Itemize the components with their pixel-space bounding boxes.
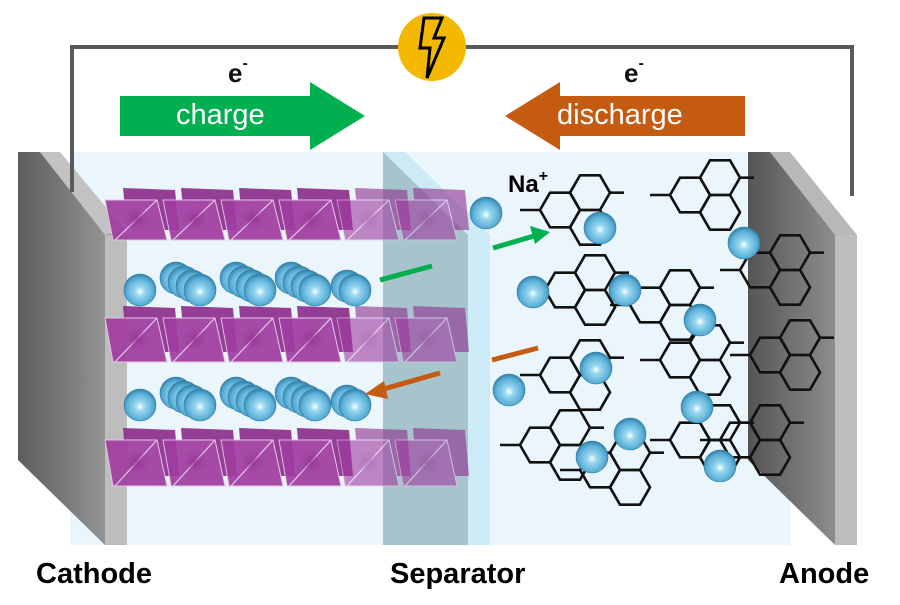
cathode-label: Cathode xyxy=(36,558,152,590)
discharge-ion-arrow xyxy=(365,370,441,399)
octahedron xyxy=(162,188,237,241)
carbon-fragment xyxy=(720,234,824,306)
sodium-ion xyxy=(703,449,737,483)
octahedron xyxy=(278,188,353,241)
sodium-ion xyxy=(123,388,157,422)
sodium-ion xyxy=(683,303,717,337)
carbon-fragment xyxy=(500,409,604,481)
sodium-ion xyxy=(243,273,277,307)
octahedron xyxy=(220,428,295,487)
sodium-ion xyxy=(298,273,332,307)
discharge-ion-path-right xyxy=(491,345,539,363)
ion-symbol: Na xyxy=(508,171,539,198)
sodium-ion xyxy=(579,351,613,385)
octahedron xyxy=(220,188,295,241)
octahedron xyxy=(394,306,469,363)
sodium-ion xyxy=(338,388,372,422)
power-source xyxy=(398,13,466,81)
cathode-ions xyxy=(123,261,372,422)
discharge-arrow xyxy=(505,82,745,150)
octahedron xyxy=(394,428,469,487)
electron-symbol: e xyxy=(228,58,243,88)
sodium-ion xyxy=(680,390,714,424)
carbon-fragment xyxy=(520,174,624,246)
carbon-fragment xyxy=(640,324,744,396)
electron-charge: - xyxy=(638,55,644,73)
octahedron xyxy=(104,188,179,241)
ion-charge: + xyxy=(538,168,549,185)
separator-label: Separator xyxy=(390,558,526,590)
octahedron xyxy=(394,188,469,241)
sodium-ion xyxy=(123,273,157,307)
discharge-electron-label: e- xyxy=(624,55,644,89)
carbon-fragment xyxy=(650,159,754,231)
electron-charge: - xyxy=(242,55,248,73)
electron-symbol: e xyxy=(624,58,639,88)
sodium-ion xyxy=(338,273,372,307)
sodium-ion xyxy=(243,388,277,422)
anode-current-collector xyxy=(748,152,857,545)
cathode-layers xyxy=(104,188,469,487)
sodium-ion xyxy=(583,211,617,245)
charge-label: charge xyxy=(176,99,265,131)
sodium-ion xyxy=(575,440,609,474)
sodium-ion xyxy=(183,273,217,307)
charge-ion-arrow xyxy=(492,226,550,251)
sodium-ion xyxy=(727,226,761,260)
sodium-ion xyxy=(608,273,642,307)
carbon-fragment xyxy=(730,319,834,391)
lightning-bolt-icon xyxy=(418,16,447,79)
octahedron xyxy=(336,188,411,241)
charge-electron-label: e- xyxy=(228,55,248,89)
charge-arrow xyxy=(120,82,365,150)
sodium-ion-label: Na+ xyxy=(508,168,549,199)
octahedron xyxy=(104,428,179,487)
sodium-ion xyxy=(183,388,217,422)
octahedron xyxy=(220,306,295,363)
anode-ions xyxy=(469,196,761,483)
carbon-fragment xyxy=(700,404,804,476)
anode-hard-carbon xyxy=(500,159,834,506)
sodium-ion xyxy=(516,275,550,309)
sodium-ion xyxy=(298,388,332,422)
sodium-ion xyxy=(469,196,503,230)
charge-ion-path-left xyxy=(379,263,433,283)
sodium-ion xyxy=(613,417,647,451)
anode-label: Anode xyxy=(779,558,870,590)
sodium-ion xyxy=(492,373,526,407)
discharge-label: discharge xyxy=(557,99,683,131)
